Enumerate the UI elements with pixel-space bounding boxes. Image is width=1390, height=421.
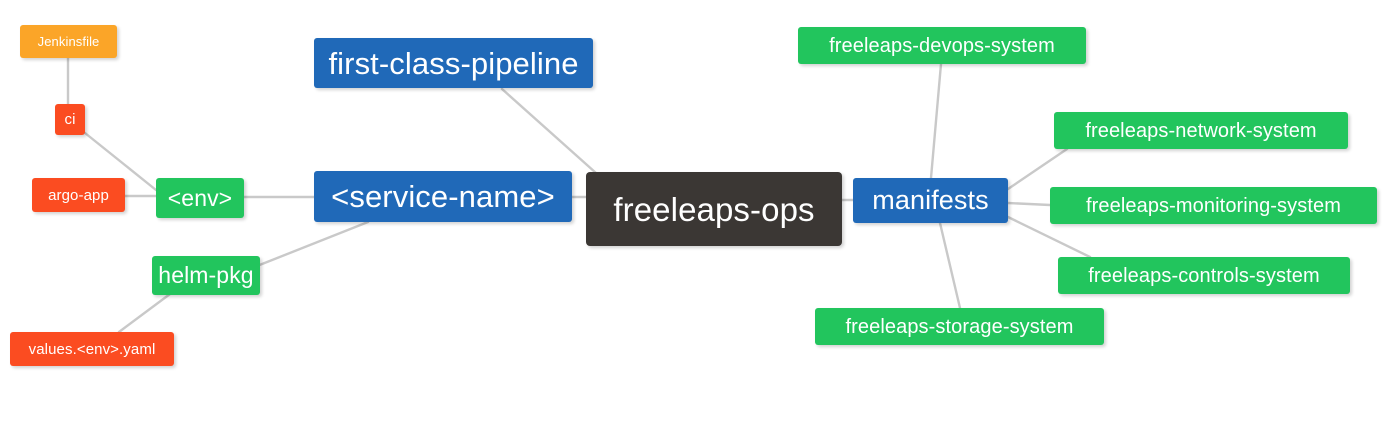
node-label-first-class-pipeline: first-class-pipeline — [328, 45, 579, 81]
node-label-argo-app: argo-app — [48, 186, 109, 204]
node-label-freeleaps-controls-system: freeleaps-controls-system — [1088, 264, 1320, 287]
node-freeleaps-monitoring-system[interactable]: freeleaps-monitoring-system — [1050, 187, 1377, 224]
node-jenkinsfile[interactable]: Jenkinsfile — [20, 25, 117, 58]
node-label-manifests: manifests — [872, 185, 989, 215]
edge-manifests-monitoring — [1006, 201, 1052, 207]
node-freeleaps-devops-system[interactable]: freeleaps-devops-system — [798, 27, 1086, 64]
node-service-name[interactable]: <service-name> — [314, 171, 572, 222]
node-label-freeleaps-network-system: freeleaps-network-system — [1085, 119, 1317, 142]
node-label-jenkinsfile: Jenkinsfile — [37, 34, 100, 49]
node-label-values-env-yaml: values.<env>.yaml — [28, 340, 156, 358]
node-label-service-name: <service-name> — [331, 179, 555, 214]
edge-service-name-helm — [250, 220, 370, 270]
node-values-env-yaml[interactable]: values.<env>.yaml — [10, 332, 174, 366]
node-label-freeleaps-monitoring-system: freeleaps-monitoring-system — [1085, 194, 1341, 217]
node-label-freeleaps-storage-system: freeleaps-storage-system — [845, 315, 1074, 338]
node-label-helm-pkg: helm-pkg — [158, 262, 254, 288]
node-freeleaps-ops[interactable]: freeleaps-ops — [586, 172, 842, 246]
edge-helm-values — [117, 292, 172, 334]
node-freeleaps-controls-system[interactable]: freeleaps-controls-system — [1058, 257, 1350, 294]
node-label-freeleaps-ops: freeleaps-ops — [613, 190, 815, 228]
node-first-class-pipeline[interactable]: first-class-pipeline — [314, 38, 593, 88]
node-label-freeleaps-devops-system: freeleaps-devops-system — [829, 34, 1055, 57]
edge-manifests-network — [1006, 147, 1069, 191]
node-argo-app[interactable]: argo-app — [32, 178, 125, 212]
node-env[interactable]: <env> — [156, 178, 244, 218]
edge-ops-pipeline — [500, 87, 598, 175]
node-helm-pkg[interactable]: helm-pkg — [152, 256, 260, 295]
edge-manifests-devops — [929, 62, 943, 180]
node-freeleaps-storage-system[interactable]: freeleaps-storage-system — [815, 308, 1104, 345]
node-freeleaps-network-system[interactable]: freeleaps-network-system — [1054, 112, 1348, 149]
node-manifests[interactable]: manifests — [853, 178, 1008, 223]
node-label-env: <env> — [167, 184, 233, 211]
node-ci[interactable]: ci — [55, 104, 85, 135]
node-label-ci: ci — [64, 111, 76, 128]
edge-manifests-storage — [938, 221, 962, 310]
